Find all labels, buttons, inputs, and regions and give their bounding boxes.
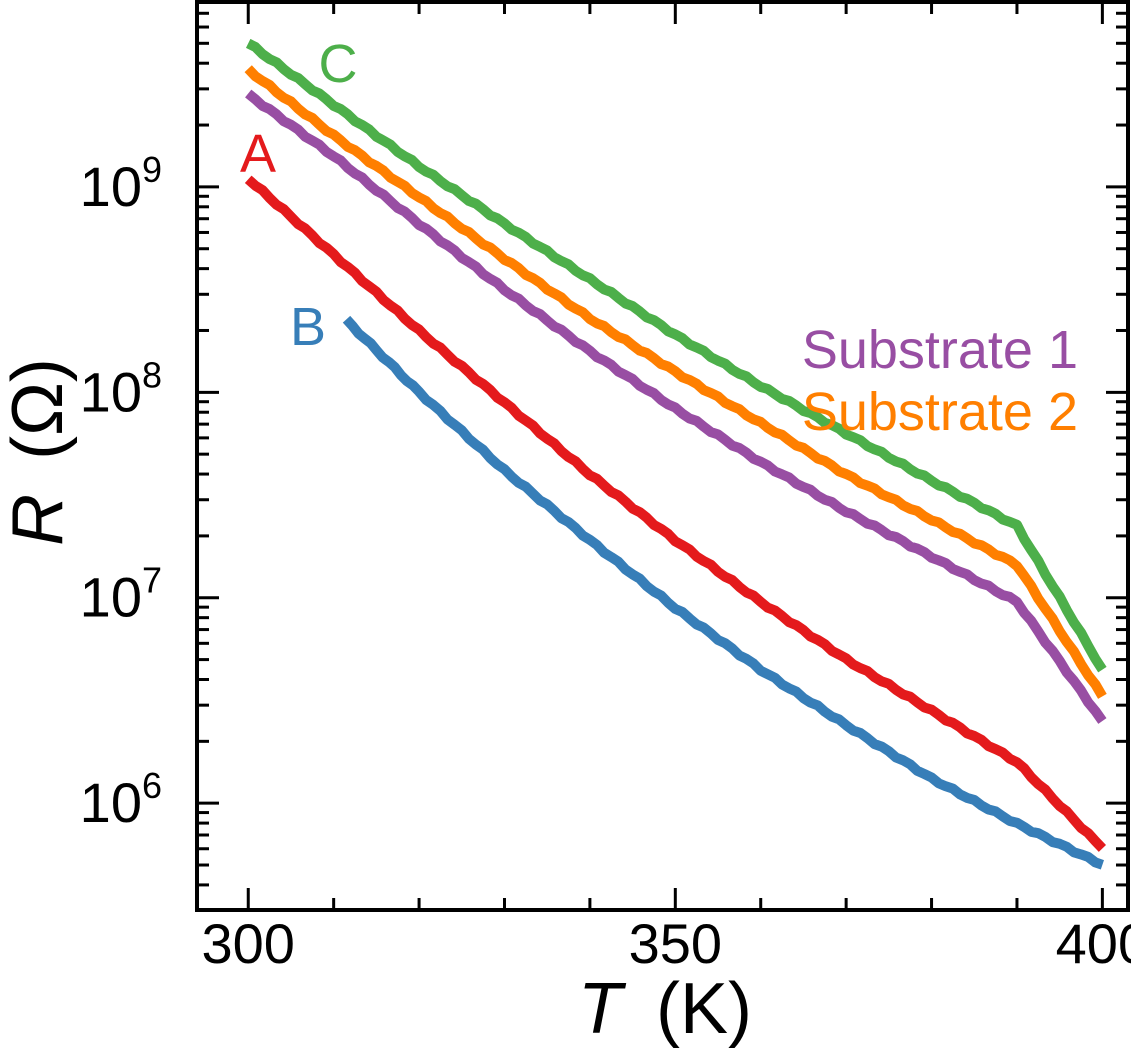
axis-tick-labels: 300350400106107108109 <box>80 149 1131 975</box>
plot-border <box>195 0 1130 912</box>
y-tick-base: 10 <box>80 155 142 218</box>
y-tick-base: 10 <box>80 566 142 629</box>
series-line-b <box>342 315 1105 870</box>
y-axis-title: R (Ω) <box>0 358 78 546</box>
axis-ticks <box>197 2 1128 910</box>
y-axis-symbol: R <box>0 494 78 546</box>
x-tick-label: 350 <box>629 912 722 975</box>
series-label-b: B <box>290 297 326 357</box>
series-line-substrate-2 <box>244 65 1107 699</box>
y-tick-label: 107 <box>80 560 162 629</box>
x-tick-label: 400 <box>1056 912 1131 975</box>
plot-frame <box>195 0 1130 912</box>
x-axis-unit: (K) <box>656 969 752 1049</box>
x-axis-title: T (K) <box>578 969 752 1049</box>
y-tick-label: 109 <box>80 149 162 218</box>
series-label-c: C <box>319 34 358 94</box>
y-tick-exponent: 9 <box>142 149 162 190</box>
legend-entry-substrate-2: Substrate 2 <box>802 382 1078 442</box>
y-tick-exponent: 6 <box>142 765 162 806</box>
y-tick-label: 106 <box>80 765 162 834</box>
series-line-a <box>244 175 1107 852</box>
legend-entry-substrate-1: Substrate 1 <box>802 320 1078 380</box>
x-axis-symbol: T <box>578 969 627 1049</box>
y-tick-label: 108 <box>80 354 162 423</box>
series-line-c <box>245 38 1107 673</box>
y-tick-base: 10 <box>80 360 142 423</box>
series-lines <box>244 38 1107 870</box>
x-tick-label: 300 <box>202 912 295 975</box>
y-tick-exponent: 7 <box>142 560 162 601</box>
y-tick-base: 10 <box>80 771 142 834</box>
y-axis-unit: (Ω) <box>0 358 78 460</box>
y-tick-exponent: 8 <box>142 354 162 395</box>
series-line-substrate-1 <box>245 89 1107 724</box>
series-label-a: A <box>240 124 276 184</box>
